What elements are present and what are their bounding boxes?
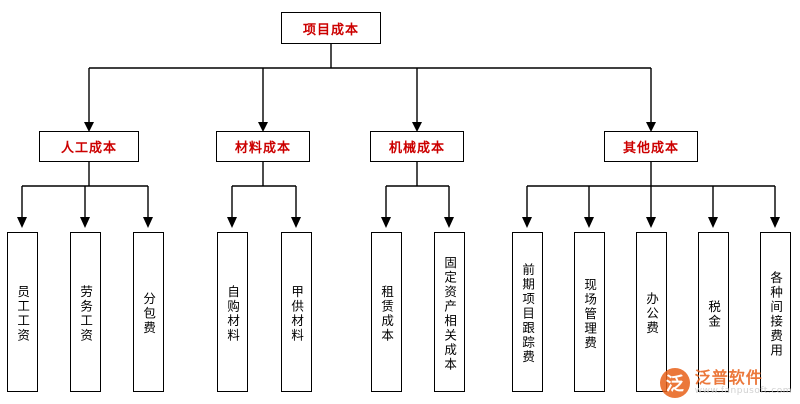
leaf-tax[interactable]: 税金 — [698, 232, 729, 392]
node-material-cost[interactable]: 材料成本 — [216, 131, 310, 162]
leaf-site-management-fee[interactable]: 现场管理费 — [574, 232, 605, 392]
watermark-brand: 泛普软件 — [694, 367, 763, 387]
leaf-fixed-asset-related-cost[interactable]: 固定资产相关成本 — [434, 232, 465, 392]
leaf-employee-wages[interactable]: 员工工资 — [7, 232, 38, 392]
leaf-labor-service-wages[interactable]: 劳务工资 — [70, 232, 101, 392]
leaf-owner-supplied-material[interactable]: 甲供材料 — [281, 232, 312, 392]
node-other-cost[interactable]: 其他成本 — [604, 131, 698, 162]
leaf-various-indirect-fees[interactable]: 各种间接费用 — [760, 232, 791, 392]
leaf-lease-cost[interactable]: 租赁成本 — [371, 232, 402, 392]
node-root[interactable]: 项目成本 — [281, 12, 381, 44]
watermark: 泛 泛普软件 www.fanpusoft.com — [659, 367, 792, 398]
leaf-office-fee[interactable]: 办公费 — [636, 232, 667, 392]
node-labor-cost[interactable]: 人工成本 — [39, 131, 139, 162]
leaf-pre-project-tracking-fee[interactable]: 前期项目跟踪费 — [512, 232, 543, 392]
leaf-self-purchased-material[interactable]: 自购材料 — [217, 232, 248, 392]
watermark-url: www.fanpusoft.com — [694, 385, 792, 396]
node-machinery-cost[interactable]: 机械成本 — [370, 131, 464, 162]
leaf-subcontract-fee[interactable]: 分包费 — [133, 232, 164, 392]
watermark-logo-icon: 泛 — [659, 368, 690, 398]
